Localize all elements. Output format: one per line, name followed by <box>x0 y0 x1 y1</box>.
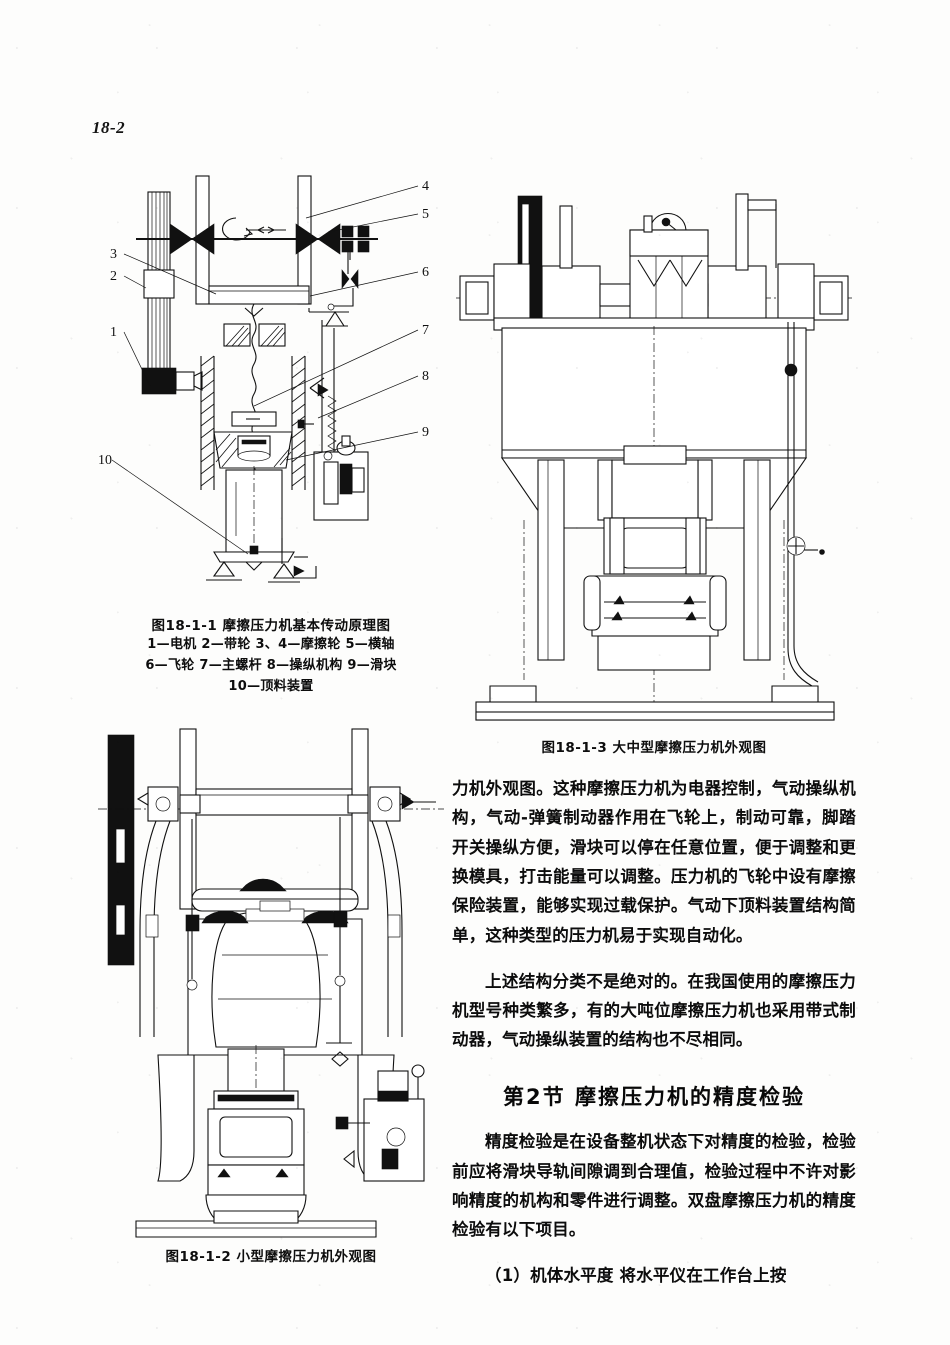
slide-block <box>213 411 293 469</box>
belt-drive <box>107 734 135 966</box>
callout-5: 5 <box>422 207 429 222</box>
pedal-linkage <box>292 566 317 579</box>
control-piping <box>784 322 825 687</box>
figure-schematic-caption: 图18-1-1 摩擦压力机基本传动原理图 <box>151 618 391 634</box>
callout-8: 8 <box>422 369 429 384</box>
callout-2: 2 <box>110 269 117 284</box>
figure-small-press-caption: 图18-1-2 小型摩擦压力机外观图 <box>165 1249 377 1266</box>
paragraph-two: 上述结构分类不是绝对的。在我国使用的摩擦压力机型号种类繁多，有的大吨位摩擦压力机… <box>452 971 856 1050</box>
top-drive-assembly <box>456 193 852 331</box>
legend-line-3: 10—顶料装置 <box>228 679 314 695</box>
cross-shaft-and-friction-wheels <box>136 217 378 255</box>
guide-rails <box>537 459 771 661</box>
callout-3: 3 <box>110 247 117 262</box>
page-number: 18-2 <box>92 118 126 137</box>
cross-shaft <box>98 786 444 822</box>
press-body <box>187 900 363 1056</box>
belt-assembly <box>141 191 203 395</box>
guide-columns <box>200 355 306 490</box>
left-side-detail <box>523 520 785 680</box>
callout-6: 6 <box>422 265 429 280</box>
callout-4: 4 <box>422 179 429 194</box>
flywheel-linkage <box>308 252 359 327</box>
operating-mechanism <box>206 320 369 583</box>
pneumatic-control-unit <box>326 817 425 1182</box>
inspection-item-one: （1）机体水平度 将水平仪在工作台上按 <box>485 1266 787 1286</box>
slide-and-ram <box>583 445 727 671</box>
base <box>475 685 835 721</box>
large-press-drawing <box>456 193 852 721</box>
section-heading: 第2节 摩擦压力机的精度检验 <box>503 1084 805 1109</box>
legend-line-2: 6—飞轮 7—主螺杆 8—操纵机构 9—滑块 <box>145 658 397 674</box>
paragraph-continued: 力机外观图。这种摩擦压力机为电器控制，气动操纵机构，气动-弹簧制动器作用在飞轮上… <box>452 779 856 945</box>
small-press-drawing <box>98 728 444 1238</box>
support-arms <box>139 820 403 1038</box>
left-column: 1 2 3 4 5 6 7 8 9 10 图18-1-1 摩擦压力机基本传动原理… <box>96 160 446 1265</box>
paragraph-three: 精度检验是在设备整机状态下对精度的检验，检验前应将滑块导轨间隙调到合理值，检验过… <box>452 1132 856 1240</box>
callout-7: 7 <box>422 323 429 338</box>
legend-line-1: 1—电机 2—带轮 3、4—摩擦轮 5—横轴 <box>147 637 395 652</box>
lower-body <box>135 1045 395 1238</box>
figure-large-press-caption: 图18-1-3 大中型摩擦压力机外观图 <box>541 740 767 756</box>
column-body <box>501 326 807 716</box>
schematic-drawing: 1 2 3 4 5 6 7 8 9 10 <box>98 175 429 583</box>
ram-and-ejector <box>213 466 308 571</box>
callout-10: 10 <box>98 453 112 468</box>
figure-small-press: 图18-1-2 小型摩擦压力机外观图 <box>96 719 446 1265</box>
callout-1: 1 <box>110 325 117 340</box>
callout-leaders <box>111 185 419 555</box>
callout-9: 9 <box>422 425 429 440</box>
figure-large-press: 图18-1-3 大中型摩擦压力机外观图 <box>452 160 856 756</box>
left-linkage <box>185 819 200 991</box>
figure-schematic-legend: 1—电机 2—带轮 3、4—摩擦轮 5—横轴 6—飞轮 7—主螺杆 8—操纵机构… <box>96 634 446 697</box>
figure-schematic: 1 2 3 4 5 6 7 8 9 10 图18-1-1 摩擦压力机基本传动原理… <box>96 160 446 697</box>
right-column: 图18-1-3 大中型摩擦压力机外观图 力机外观图。这种摩擦压力机为电器控制，气… <box>452 160 856 1307</box>
